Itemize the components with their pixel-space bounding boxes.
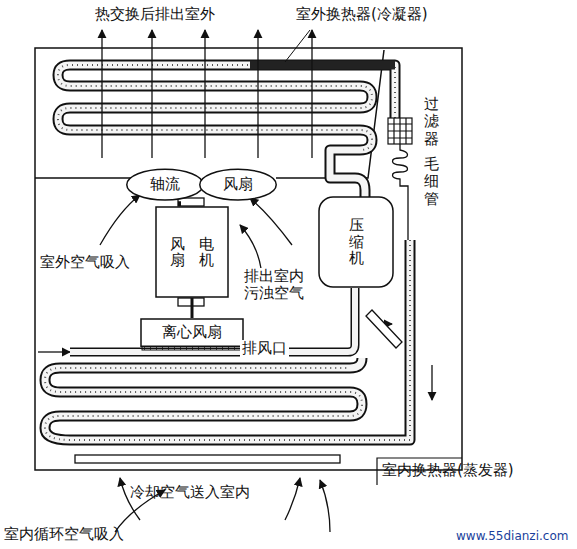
part-label: 室内换热器(蒸发器) bbox=[382, 462, 514, 479]
exhaust-louver bbox=[366, 310, 402, 348]
capillary-tube bbox=[393, 144, 409, 240]
watermark: www.55dianzi.com bbox=[456, 530, 568, 544]
node-text: 风扇 bbox=[170, 236, 185, 269]
node-text: 风扇 bbox=[223, 176, 253, 193]
part-label: 热交换后排出室外 bbox=[95, 6, 215, 23]
fan-blade: 轴流 bbox=[126, 168, 204, 201]
compressor: 压缩机 bbox=[318, 196, 394, 288]
exhaust-arrows bbox=[102, 30, 312, 158]
node-text: 轴流 bbox=[150, 176, 180, 193]
fan-motor: 风扇电机 bbox=[155, 206, 229, 298]
fan-blade: 风扇 bbox=[199, 168, 277, 201]
air-grille bbox=[75, 455, 340, 463]
node-text: 压缩机 bbox=[349, 217, 364, 267]
motor-shaft bbox=[178, 201, 181, 206]
condenser-coil bbox=[58, 65, 395, 200]
centrifugal-fan: 离心风扇 bbox=[140, 318, 244, 347]
part-label: 冷却空气送入室内 bbox=[130, 484, 250, 501]
part-label: 室外换热器(冷凝器) bbox=[296, 6, 428, 23]
indoor-air-arrows bbox=[115, 478, 330, 532]
housing bbox=[35, 48, 462, 470]
part-label: 室外空气吸入 bbox=[40, 254, 130, 271]
motor-shaft bbox=[191, 298, 194, 318]
part-label: 排出室内污浊空气 bbox=[244, 268, 310, 303]
part-label: 排风口 bbox=[240, 340, 289, 357]
leader-line bbox=[285, 30, 310, 62]
node-text: 电机 bbox=[199, 236, 214, 269]
part-label: 室内循环空气吸入 bbox=[4, 526, 124, 543]
part-label: 过滤器 bbox=[424, 96, 439, 148]
node-text: 离心风扇 bbox=[162, 324, 222, 341]
node-outline bbox=[155, 206, 229, 298]
filter bbox=[388, 118, 412, 144]
part-label: 毛细管 bbox=[424, 156, 439, 208]
